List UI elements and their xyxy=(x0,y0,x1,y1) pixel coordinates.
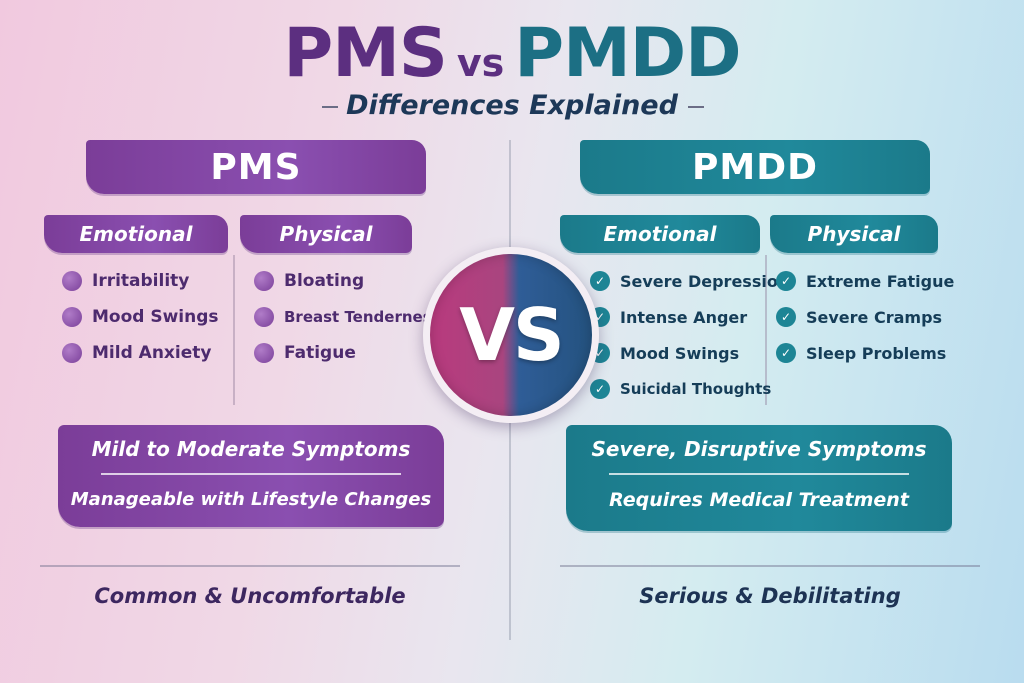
pms-emotional-list: Irritability Mood Swings Mild Anxiety xyxy=(62,263,219,371)
pmdd-emotional-list: ✓Severe Depression ✓Intense Anger ✓Mood … xyxy=(590,263,789,407)
list-item: Irritability xyxy=(62,263,219,299)
vs-badge-text: VS xyxy=(459,293,565,377)
title-pms: PMS xyxy=(283,14,447,93)
list-item: Bloating xyxy=(254,263,432,299)
pms-heading: PMS xyxy=(210,146,302,188)
pmdd-summary-line2: Requires Medical Treatment xyxy=(609,489,909,511)
list-item: ✓Suicidal Thoughts xyxy=(590,371,789,407)
heart-icon xyxy=(62,271,82,291)
pms-emotional-label: Emotional xyxy=(79,222,193,246)
pms-footer-rule xyxy=(40,565,460,567)
pmdd-footer-rule xyxy=(560,565,980,567)
list-item: Fatigue xyxy=(254,335,432,371)
pmdd-heading-banner: PMDD xyxy=(580,140,930,194)
heart-icon xyxy=(62,343,82,363)
subtitle-rule-left xyxy=(322,106,338,108)
list-item: Mild Anxiety xyxy=(62,335,219,371)
heart-icon xyxy=(254,271,274,291)
list-item: Breast Tendernes xyxy=(254,299,432,335)
pmdd-footer: Serious & Debilitating xyxy=(639,584,901,608)
pmdd-column-divider xyxy=(765,255,767,405)
pms-physical-list: Bloating Breast Tendernes Fatigue xyxy=(254,263,432,371)
check-circle-icon: ✓ xyxy=(590,379,610,399)
title-pmdd: PMDD xyxy=(514,14,741,93)
pms-column-divider xyxy=(233,255,235,405)
heart-icon xyxy=(62,307,82,327)
pmdd-summary-separator xyxy=(609,473,909,475)
pms-physical-banner: Physical xyxy=(240,215,412,253)
pms-footer: Common & Uncomfortable xyxy=(94,584,406,608)
pmdd-emotional-banner: Emotional xyxy=(560,215,760,253)
list-item: ✓Intense Anger xyxy=(590,299,789,335)
pmdd-heading: PMDD xyxy=(692,146,818,188)
list-item: ✓Sleep Problems xyxy=(776,335,954,371)
title-vs: vs xyxy=(456,41,505,85)
subtitle-rule-right xyxy=(688,106,704,108)
list-item: ✓Severe Cramps xyxy=(776,299,954,335)
pms-summary-line2: Manageable with Lifestyle Changes xyxy=(70,489,432,510)
list-item: Mood Swings xyxy=(62,299,219,335)
check-circle-icon: ✓ xyxy=(776,343,796,363)
list-item: ✓Extreme Fatigue xyxy=(776,263,954,299)
heart-icon xyxy=(254,343,274,363)
check-circle-icon: ✓ xyxy=(776,307,796,327)
pmdd-physical-label: Physical xyxy=(807,222,901,246)
pmdd-emotional-label: Emotional xyxy=(603,222,717,246)
pms-summary-line1: Mild to Moderate Symptoms xyxy=(91,437,411,461)
check-circle-icon: ✓ xyxy=(776,271,796,291)
pmdd-physical-list: ✓Extreme Fatigue ✓Severe Cramps ✓Sleep P… xyxy=(776,263,954,371)
pms-emotional-banner: Emotional xyxy=(44,215,228,253)
pmdd-summary-box: Severe, Disruptive Symptoms Requires Med… xyxy=(566,425,952,531)
pms-summary-box: Mild to Moderate Symptoms Manageable wit… xyxy=(58,425,444,527)
list-item: ✓Severe Depression xyxy=(590,263,789,299)
pms-physical-label: Physical xyxy=(279,222,373,246)
pmdd-summary-line1: Severe, Disruptive Symptoms xyxy=(591,437,927,461)
pms-summary-separator xyxy=(101,473,401,475)
list-item: ✓Mood Swings xyxy=(590,335,789,371)
page-subtitle: Differences Explained xyxy=(346,90,678,121)
heart-icon xyxy=(254,307,274,327)
pms-heading-banner: PMS xyxy=(86,140,426,194)
pmdd-physical-banner: Physical xyxy=(770,215,938,253)
check-circle-icon: ✓ xyxy=(590,271,610,291)
vs-badge: VS xyxy=(423,247,599,423)
